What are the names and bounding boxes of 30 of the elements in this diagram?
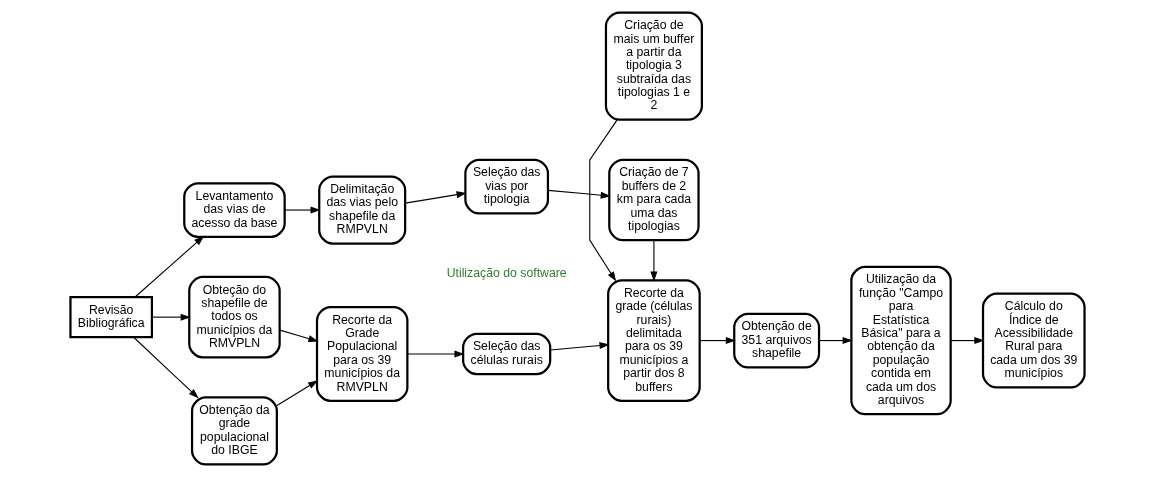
arrow <box>698 337 736 345</box>
node-box: Revisão Bibliográfica <box>68 295 153 339</box>
node-box: Obteção do shapefile de todos os municípios da RMVPLN <box>187 275 281 359</box>
node-box: Criação de mais um buffer a partir da tipologia 3 subtraída das tipologias 1 e 2 <box>604 11 703 121</box>
node-box: Utilização da função "Campo para Estatística Básica" para a obtenção da população contida em cada um dos arquivos <box>849 265 952 416</box>
node-box: Levantamento das vias de acesso da base <box>182 182 286 238</box>
arrow <box>949 337 984 345</box>
arrow <box>134 235 204 298</box>
arrow <box>132 336 199 399</box>
arrow <box>275 380 318 407</box>
node-box: Cálculo do Índice de Acessibilidade Rural para cada um dos 39 municípios <box>981 292 1086 389</box>
node-box: Seleção das vias por tipologia <box>463 158 549 215</box>
arrow <box>588 119 618 282</box>
node-box: Seleção das células rurais <box>461 332 551 376</box>
arrow <box>404 191 467 204</box>
node-box: Obtenção da grade populacional do IBGE <box>190 396 278 466</box>
node-box: Recorte da Grade Populacional para os 39 municípios da RMVPLN <box>315 306 408 402</box>
node-box: Recorte da grade (células rurais) delimitada para os 39 municípios a partir dos 8 buffers <box>606 279 701 402</box>
arrow <box>278 329 318 342</box>
node-box: Delimitação das vias pelo shapefile da RMPVLN <box>317 175 406 245</box>
arrow <box>547 189 611 199</box>
label: Utilização do software <box>446 265 567 280</box>
arrow <box>818 337 853 345</box>
arrow <box>649 239 657 282</box>
arrow <box>406 350 464 358</box>
node-box: Criação de 7 buffers de 2 km para cada uma das tipologias <box>607 158 700 242</box>
arrow <box>549 342 610 351</box>
arrow <box>150 313 191 321</box>
node-box: Obtenção de 351 arquivos shapefile <box>732 312 820 369</box>
arrow <box>283 206 321 214</box>
